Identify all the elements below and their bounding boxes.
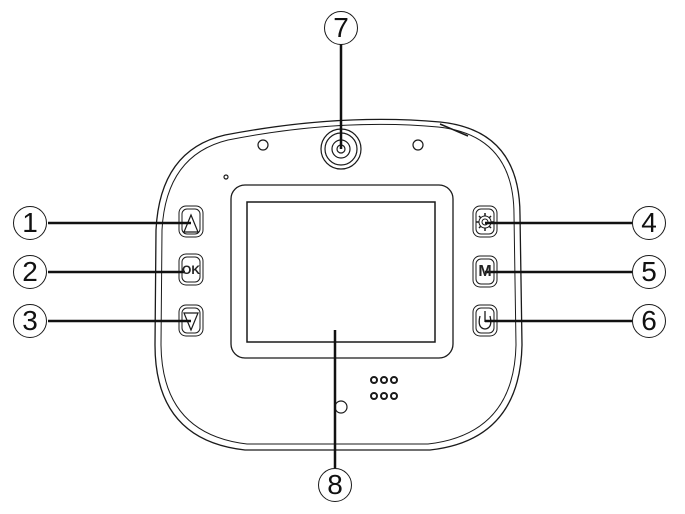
mode-button-label: M	[478, 263, 492, 280]
callout-7: 7	[324, 11, 358, 45]
callout-2: 2	[13, 255, 47, 289]
callout-6: 6	[632, 304, 666, 338]
device-body-inner	[160, 123, 517, 445]
speaker-grille	[370, 376, 398, 400]
callout-1: 1	[13, 206, 47, 240]
reset-hole	[334, 400, 348, 414]
device-body-outer	[154, 118, 523, 451]
callout-8: 8	[318, 468, 352, 502]
callout-5: 5	[632, 255, 666, 289]
settings-button-shape	[472, 205, 498, 238]
screen-bezel	[230, 184, 454, 359]
strap-edge	[439, 123, 469, 137]
up-button-shape	[178, 205, 204, 238]
top-hole-left	[257, 139, 269, 151]
callout-3: 3	[13, 304, 47, 338]
mic-hole	[223, 174, 229, 180]
ok-button-label: OK	[182, 263, 200, 277]
screen	[246, 201, 436, 343]
top-hole-right	[412, 139, 424, 151]
ok-button-shape	[178, 253, 204, 286]
leader-lines	[48, 44, 632, 468]
callout-4: 4	[632, 206, 666, 240]
